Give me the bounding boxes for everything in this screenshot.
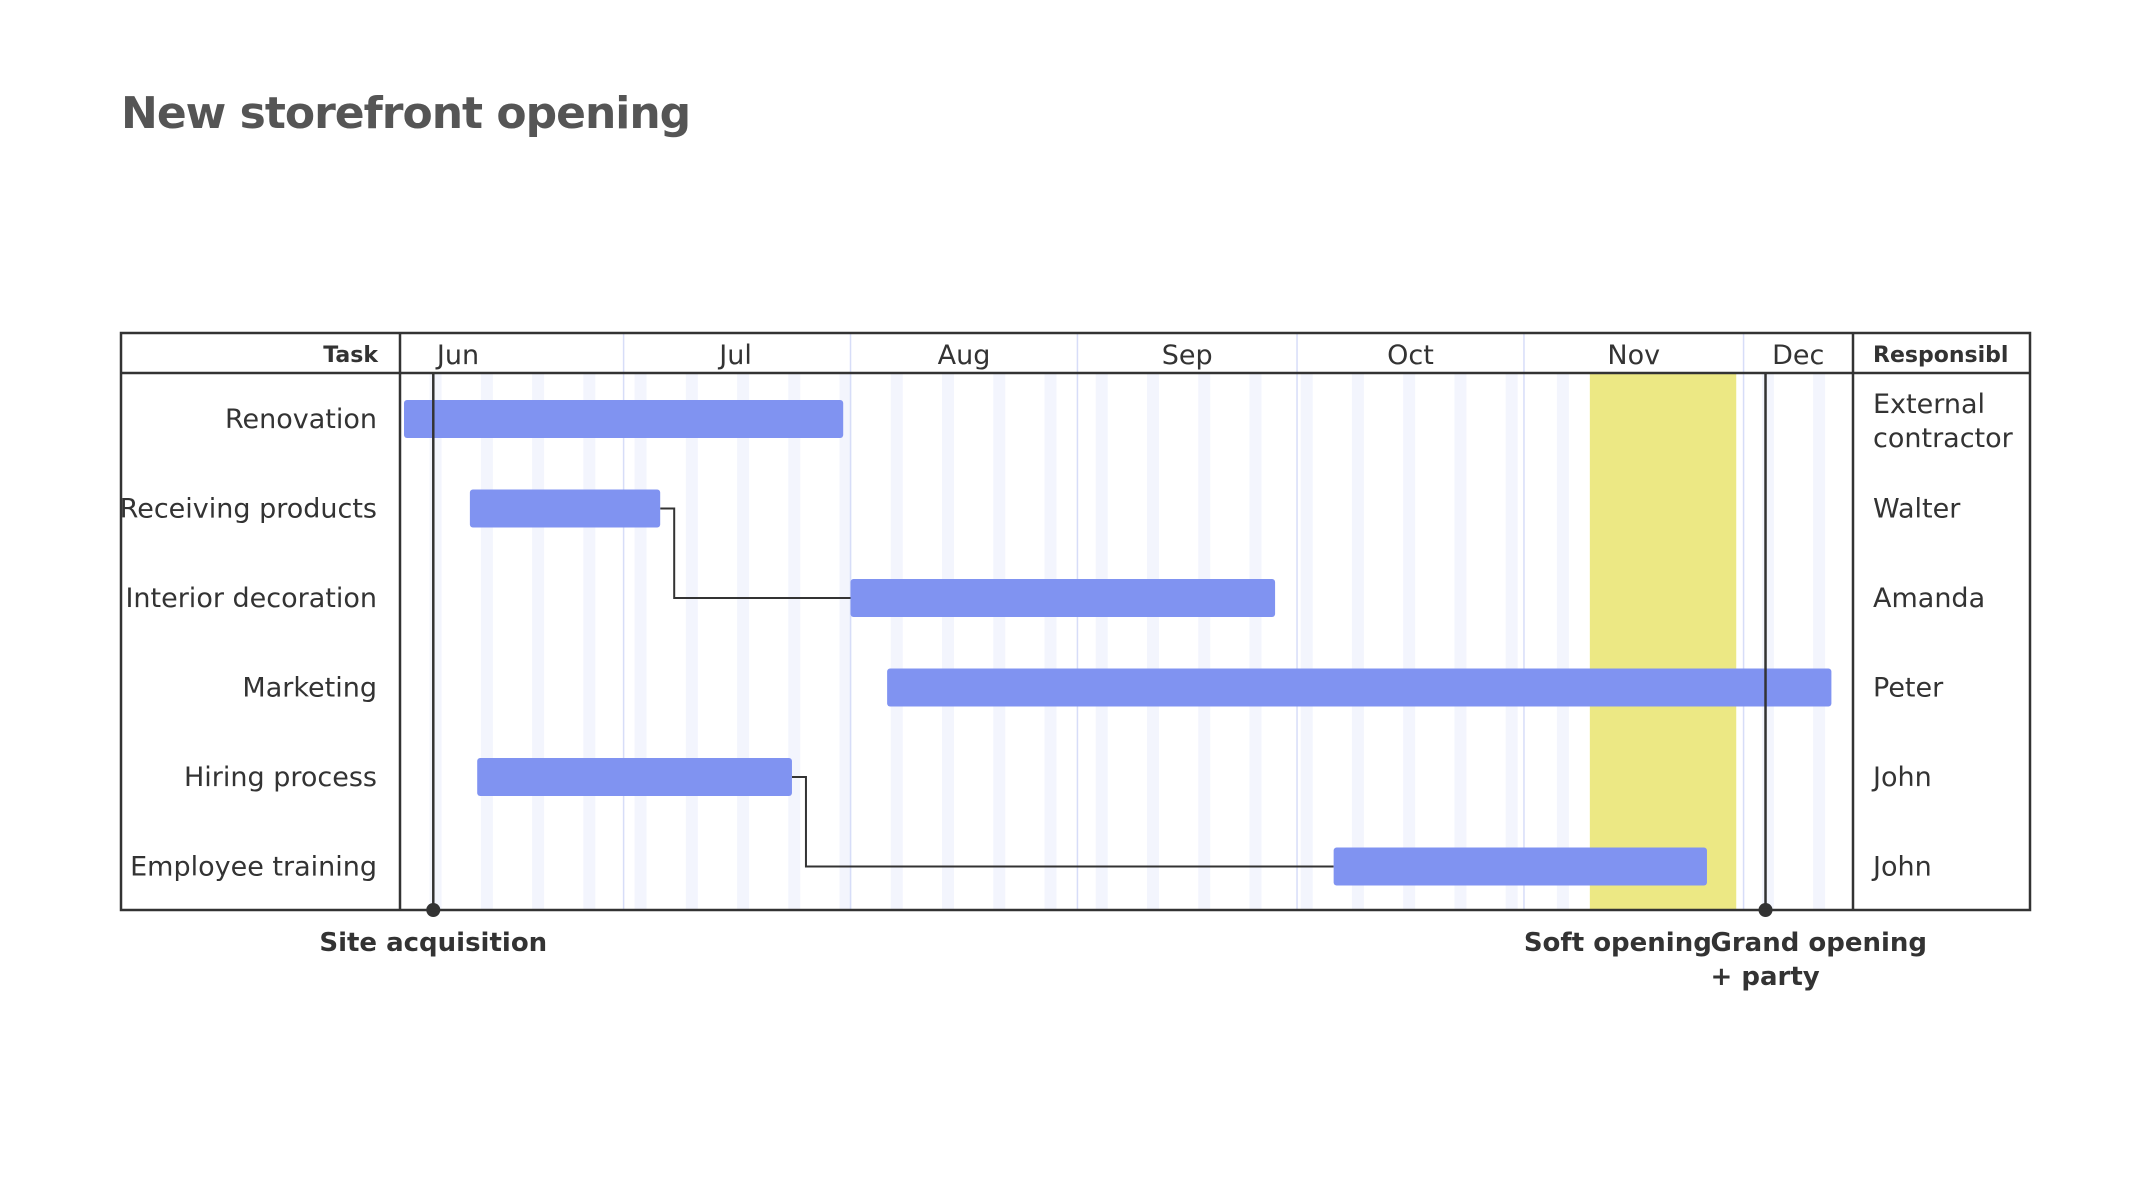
responsible-label: John: [1871, 762, 1932, 793]
month-label: Oct: [1387, 340, 1434, 371]
responsible-label: contractor: [1873, 423, 2014, 454]
responsible-header: Responsibl: [1873, 343, 2008, 368]
month-label: Dec: [1772, 340, 1824, 371]
week-stripe: [429, 373, 442, 910]
week-stripe: [1351, 373, 1364, 910]
week-stripe: [942, 373, 955, 910]
week-stripe: [1300, 373, 1313, 910]
week-stripe: [788, 373, 801, 910]
week-stripe: [1454, 373, 1467, 910]
month-label: Jul: [717, 340, 752, 371]
task-label: Renovation: [225, 404, 377, 435]
dependency-connector: [660, 507, 851, 599]
week-stripe: [1761, 373, 1774, 910]
chart-frame: [119, 331, 2032, 912]
week-stripe: [890, 373, 903, 910]
week-stripe: [1505, 373, 1518, 910]
task-label: Receiving products: [120, 494, 377, 525]
task-label: Hiring process: [184, 762, 377, 793]
milestone-label: Site acquisition: [319, 928, 547, 958]
week-stripe: [1556, 373, 1569, 910]
task-bar: [850, 579, 1276, 617]
milestone-label: + party: [1711, 962, 1820, 992]
soft-opening-band: [1589, 373, 1737, 910]
task-header: Task: [323, 343, 379, 368]
week-stripe: [532, 373, 545, 910]
month-label: Jun: [435, 340, 479, 371]
week-stripe: [480, 373, 493, 910]
task-label: Employee training: [130, 852, 377, 883]
week-stripe: [1095, 373, 1108, 910]
week-stripe: [839, 373, 852, 910]
responsible-label: External: [1873, 389, 1985, 420]
week-stripe: [993, 373, 1006, 910]
month-label: Nov: [1607, 340, 1660, 371]
responsible-label: John: [1871, 852, 1932, 883]
dependency-connector: [791, 776, 1334, 868]
week-stripe: [1403, 373, 1416, 910]
week-stripe: [1249, 373, 1262, 910]
week-stripe: [685, 373, 698, 910]
month-label: Aug: [938, 340, 991, 371]
week-stripe: [737, 373, 750, 910]
week-stripe: [583, 373, 596, 910]
task-bar: [1333, 847, 1707, 886]
task-label: Interior decoration: [125, 583, 377, 614]
task-label: Marketing: [242, 673, 377, 704]
task-bar: [477, 758, 792, 796]
week-stripe: [1146, 373, 1159, 910]
week-stripe: [1198, 373, 1211, 910]
month-label: Sep: [1162, 340, 1213, 371]
responsible-label: Peter: [1873, 673, 1944, 704]
responsible-label: Amanda: [1873, 583, 1985, 614]
task-bar: [887, 668, 1832, 707]
week-stripe: [1044, 373, 1057, 910]
task-bar: [469, 489, 661, 528]
week-stripe: [1813, 373, 1826, 910]
soft-opening-label: Soft opening: [1524, 928, 1712, 958]
task-bar: [404, 400, 844, 438]
week-stripe: [634, 373, 647, 910]
page-title: New storefront opening: [121, 88, 691, 139]
milestone-label: Grand opening: [1711, 928, 1928, 958]
responsible-label: Walter: [1873, 494, 1961, 525]
